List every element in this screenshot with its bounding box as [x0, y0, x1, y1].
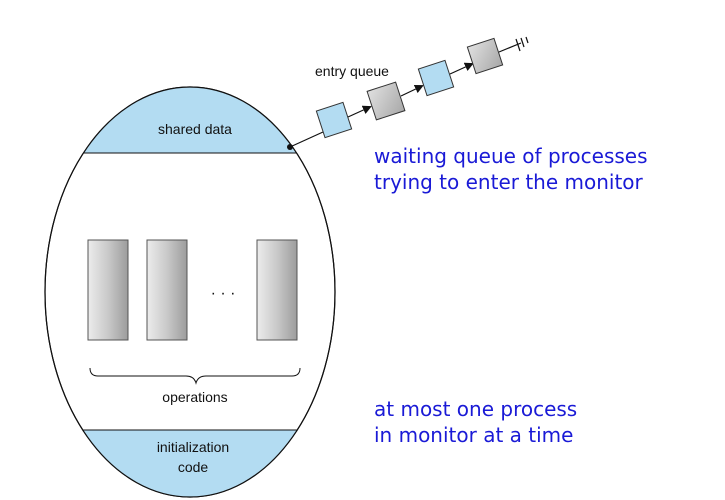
- entry-queue-label: entry queue: [315, 63, 389, 79]
- queue-node: [366, 81, 406, 121]
- entry-point-dot: [287, 144, 293, 150]
- operations-label: operations: [162, 389, 227, 405]
- queue-node: [466, 37, 504, 75]
- ellipsis-label: · · ·: [211, 285, 236, 302]
- waiting-queue-line-2: trying to enter the monitor: [374, 170, 643, 194]
- one-process-line-2: in monitor at a time: [374, 423, 574, 447]
- operations-brace: [89, 367, 301, 385]
- queue-node: [417, 59, 455, 97]
- waiting-queue-annotation: waiting queue of processes trying to ent…: [374, 143, 648, 195]
- queue-node: [315, 101, 353, 139]
- one-process-annotation: at most one process in monitor at a time: [374, 396, 577, 448]
- code-label: code: [178, 459, 209, 475]
- operation-box: [87, 239, 129, 341]
- shared-data-region: [45, 87, 335, 153]
- operations-group: [87, 239, 298, 341]
- one-process-line-1: at most one process: [374, 397, 578, 421]
- null-ground-icon: [515, 36, 529, 52]
- shared-data-label: shared data: [158, 121, 232, 137]
- initialization-label: initialization: [157, 439, 229, 455]
- operation-box: [146, 239, 188, 341]
- operation-box: [256, 239, 298, 341]
- entry-queue-chain: [287, 36, 529, 150]
- waiting-queue-line-1: waiting queue of processes: [374, 144, 648, 168]
